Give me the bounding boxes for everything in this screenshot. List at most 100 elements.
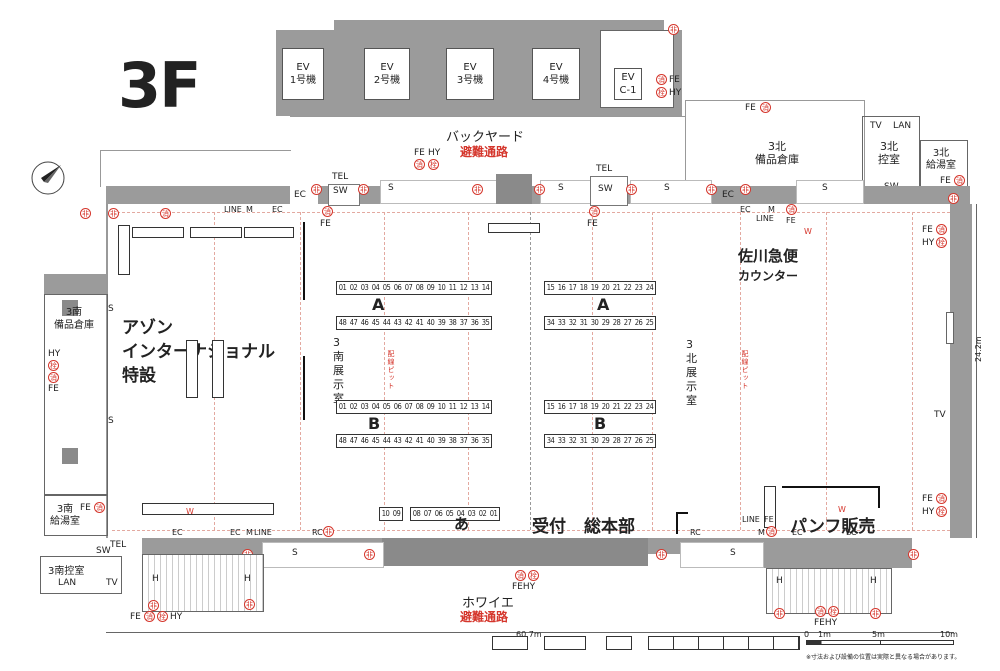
booth-number: 26 — [634, 436, 643, 445]
booth-number: 19 — [590, 402, 599, 411]
pillar — [62, 300, 78, 316]
backyard-evac-label: 避難通路 — [460, 145, 509, 159]
south-kitchen-room — [44, 494, 108, 536]
booth-number: 06 — [393, 283, 402, 292]
booth-number: 08 — [415, 402, 424, 411]
m-label: M — [246, 205, 253, 214]
tv-label: TV — [870, 121, 882, 131]
booth-number: 30 — [590, 436, 599, 445]
booth-number: 46 — [360, 436, 369, 445]
booth-number: 23 — [634, 283, 643, 292]
booth-number: 08 — [412, 509, 421, 518]
booth-number: 04 — [371, 283, 380, 292]
h-label: H — [244, 574, 251, 584]
booth-number: 10 — [381, 509, 390, 518]
west-wall — [44, 274, 106, 294]
s-label: S — [730, 548, 736, 558]
fe-label: FE — [130, 612, 141, 622]
booth-number: 01 — [338, 402, 347, 411]
booth-number: 32 — [568, 436, 577, 445]
booth-number: 43 — [393, 436, 402, 445]
sw-label: SW — [96, 546, 111, 556]
booth-number: 07 — [404, 402, 413, 411]
south-hall-label: 3南展示室 — [333, 336, 344, 405]
east-door — [946, 312, 954, 344]
booth-number: 37 — [459, 318, 468, 327]
fire-exit-mark: 非 — [740, 184, 751, 195]
display-table — [142, 503, 274, 515]
fe-label: FE — [922, 494, 933, 504]
hy-label: HY — [922, 507, 935, 517]
s-label: S — [108, 304, 114, 314]
booth-number: 22 — [623, 402, 632, 411]
booth-number: 45 — [371, 436, 380, 445]
fire-exit-mark: 非 — [323, 526, 334, 537]
display-table — [244, 227, 294, 238]
booth-number: 42 — [404, 436, 413, 445]
booth-number: 21 — [612, 402, 621, 411]
legend-box — [648, 636, 800, 650]
m-label: M — [758, 528, 765, 537]
booth-number: 13 — [470, 402, 479, 411]
extinguisher-mark: 消 — [760, 102, 771, 113]
hydrant-mark: 栓 — [528, 570, 539, 581]
fe-label: FE — [745, 103, 756, 113]
backyard-label: バックヤード — [446, 130, 525, 145]
pillar — [62, 448, 78, 464]
stairwell — [142, 554, 264, 612]
grid-line — [530, 212, 531, 530]
booth-number: 11 — [448, 402, 457, 411]
grid-line — [652, 212, 653, 530]
booth-number: 24 — [645, 283, 654, 292]
fe-label: FE — [764, 515, 774, 524]
island-b-north-label: B — [594, 414, 607, 433]
foyer-evac-label: 避難通路 — [460, 610, 509, 624]
extinguisher-mark: 消 — [936, 493, 947, 504]
booth-number: 38 — [448, 436, 457, 445]
display-table — [212, 340, 224, 398]
booth-number: 20 — [601, 283, 610, 292]
fe-label: FE — [940, 176, 951, 186]
s-label: S — [822, 183, 828, 193]
booth-number: 39 — [437, 318, 446, 327]
booth-number: 33 — [557, 436, 566, 445]
fire-exit-mark: 非 — [626, 184, 637, 195]
extinguisher-mark: 消 — [414, 159, 425, 170]
booth-number: 35 — [481, 318, 490, 327]
hy-label: HY — [170, 612, 183, 622]
booth-number: 18 — [579, 283, 588, 292]
extinguisher-mark: 消 — [160, 208, 171, 219]
fire-exit-mark: 非 — [148, 600, 159, 611]
fire-exit-mark: 非 — [80, 208, 91, 219]
booth-number: 04 — [456, 509, 465, 518]
booth-number: 08 — [415, 283, 424, 292]
booth-number: 47 — [349, 436, 358, 445]
fe-label: FE — [922, 225, 933, 235]
booth-number: 38 — [448, 318, 457, 327]
booth-number: 11 — [448, 283, 457, 292]
extinguisher-mark: 消 — [322, 206, 333, 217]
m-label: M — [246, 528, 253, 537]
scale-bar — [806, 640, 954, 645]
scale-one: 1m — [818, 630, 831, 639]
partition-wall — [676, 512, 678, 534]
fire-exit-mark: 非 — [908, 549, 919, 560]
fire-exit-mark: 非 — [472, 184, 483, 195]
booth-number: 03 — [360, 283, 369, 292]
s-label: S — [664, 183, 670, 193]
booth-number: 03 — [360, 402, 369, 411]
hq-label: 総本部 — [584, 517, 635, 537]
partition-wall — [303, 222, 305, 300]
booth-number: 27 — [623, 436, 632, 445]
h-label: H — [870, 576, 877, 586]
depth-dimension: 24.2m — [974, 336, 983, 362]
booth-number: 41 — [415, 436, 424, 445]
